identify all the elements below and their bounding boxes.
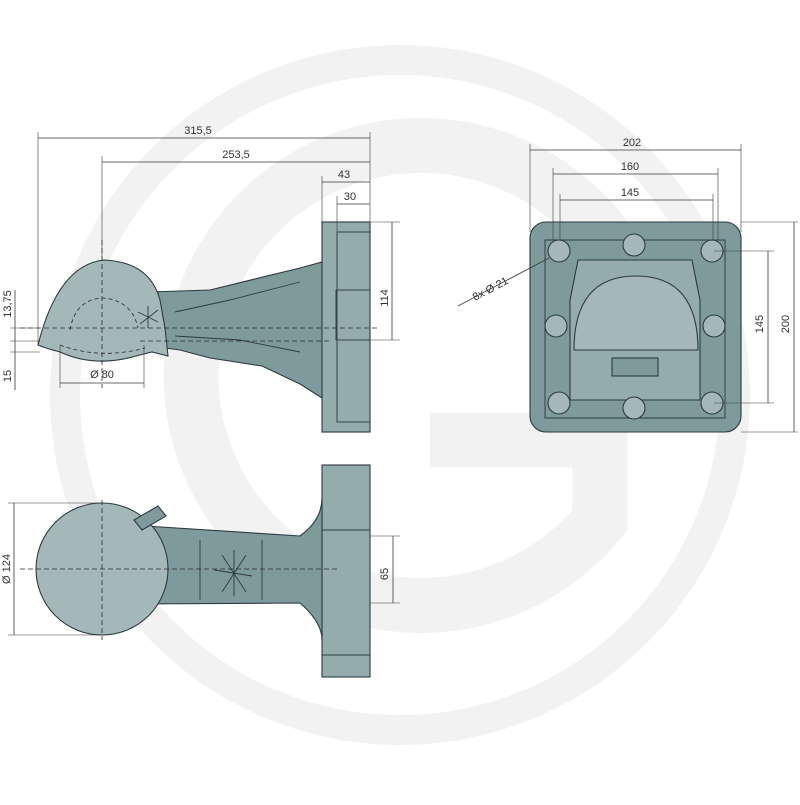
end-mounting-holes <box>544 233 726 420</box>
hole-bottom-center <box>622 396 646 420</box>
top-grease-nipple <box>133 505 167 531</box>
end-plate-inner-border <box>544 239 726 419</box>
dim-plate-width: 202 <box>623 137 641 149</box>
dim-neck-width: 65 <box>379 568 391 580</box>
watermark-g-letter <box>163 117 644 633</box>
dim-overall-length: 315,5 <box>184 125 212 137</box>
dim-hole-spacing-vertical: 145 <box>754 315 766 333</box>
dim-ball-center-to-face: 253,5 <box>222 149 250 161</box>
side-arm-ridge-upper <box>174 281 301 313</box>
top-flange <box>321 464 371 678</box>
side-stamp-mark <box>137 306 159 328</box>
side-arm <box>149 261 323 400</box>
dim-offset-upper: 13,75 <box>2 290 14 318</box>
top-view: Ø 124 65 <box>1 464 400 678</box>
side-flange-pocket <box>335 289 371 341</box>
dim-hole-spacing-outer: 160 <box>621 161 639 173</box>
dim-flange-thickness: 43 <box>338 169 350 181</box>
hole-mid-left <box>544 314 568 338</box>
hole-top-left <box>547 239 571 263</box>
hole-bottom-left <box>547 391 571 415</box>
dim-flange-inner: 30 <box>344 191 356 203</box>
side-ball-hidden-base <box>59 344 146 354</box>
hole-mid-right <box>702 314 726 338</box>
hole-top-center <box>622 233 646 257</box>
top-stamp-mark <box>213 550 253 596</box>
end-view: 202 160 145 8x Ø 21 200 145 <box>457 137 798 433</box>
dim-top-ball-diameter: Ø 124 <box>1 554 13 584</box>
dim-offset-lower: 15 <box>2 370 14 382</box>
dim-hole-spec: 8x Ø 21 <box>471 275 511 304</box>
hole-spec-leader <box>457 257 550 307</box>
side-ball <box>37 259 169 362</box>
dim-side-ball-diameter: Ø 80 <box>90 369 114 381</box>
side-arm-ridge-lower <box>174 335 301 353</box>
dim-plate-height: 200 <box>780 315 792 333</box>
end-ball-face <box>573 275 699 351</box>
dim-hole-spacing-inner: 145 <box>621 187 639 199</box>
dim-flange-height: 114 <box>379 289 391 307</box>
side-view: 315,5 253,5 43 30 114 13,75 15 Ø 80 <box>2 125 400 433</box>
end-neck-block <box>611 357 659 377</box>
side-flange <box>321 221 371 433</box>
